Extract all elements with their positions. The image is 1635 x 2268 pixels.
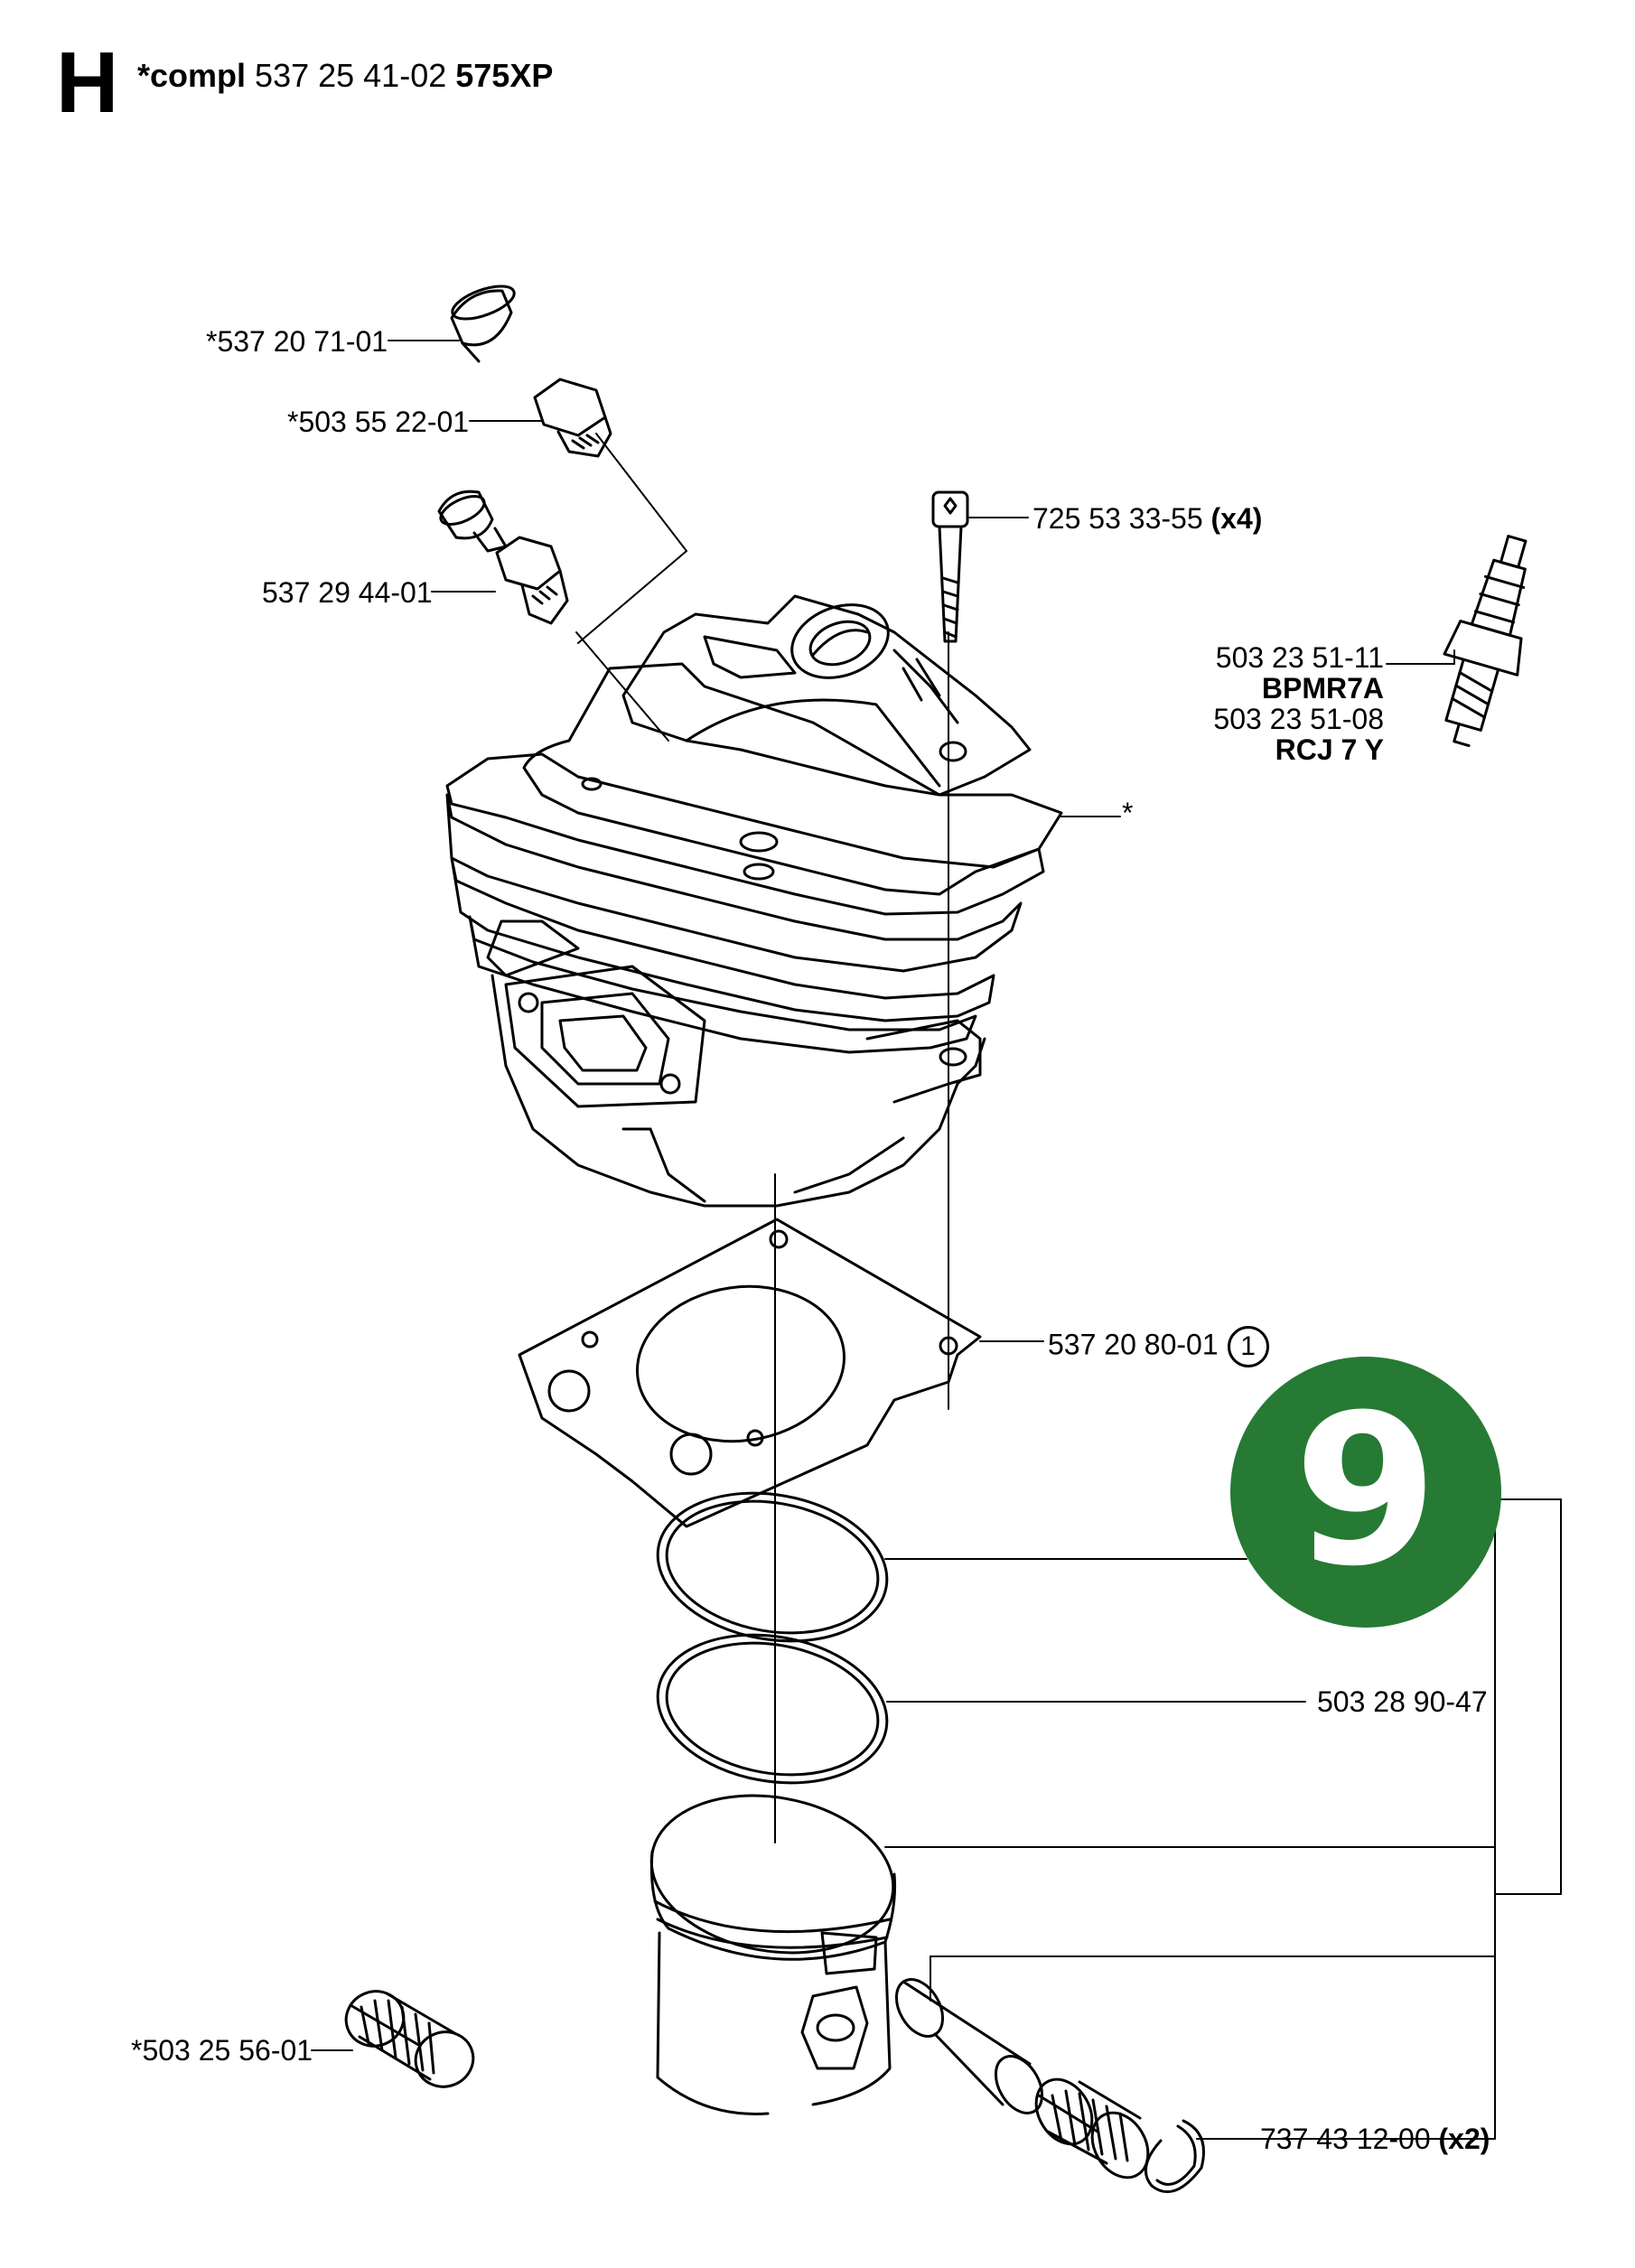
needle-bearing-part [1034, 2077, 1150, 2179]
assembly-heading: *compl 537 25 41-02 575XP [137, 60, 553, 92]
label-cylinder-asterisk: * [1122, 797, 1134, 829]
label-small-end-bearing: *503 25 56-01 [131, 2034, 313, 2067]
nipple-part [533, 378, 612, 458]
kit-badge: 9 [1230, 1357, 1501, 1628]
gasket-part-number: 537 20 80-01 [1048, 1328, 1219, 1361]
label-screw: 725 53 33-55 (x4) [1032, 504, 1262, 533]
label-piston-ring: 503 28 90-47 [1317, 1685, 1488, 1718]
label-spark-plug-2: 503 23 51-08 [1213, 703, 1384, 735]
section-letter: H [56, 34, 119, 131]
base-gasket-part [518, 1218, 982, 1528]
label-cap: *537 20 71-01 [206, 325, 388, 358]
valve-part [437, 490, 569, 625]
circlip-quantity: (x2) [1438, 2123, 1490, 2155]
piston-part [649, 1794, 897, 2115]
label-nipple: *503 55 22-01 [287, 406, 470, 438]
screw-part-number: 725 53 33-55 [1032, 502, 1203, 535]
piston-pin-part [894, 1978, 1044, 2114]
screw-quantity: (x4) [1210, 502, 1263, 535]
small-end-bearing-part [344, 1990, 475, 2088]
circlip-part-number: 737 43 12-00 [1260, 2123, 1431, 2155]
screw-part [931, 490, 969, 643]
piston-ring-upper [656, 1491, 889, 1643]
gasket-note-circle: 1 [1227, 1326, 1269, 1367]
assembly-part-number: 537 25 41-02 [255, 57, 447, 94]
cap-part [450, 285, 516, 363]
spark-plug-part [1443, 535, 1528, 748]
label-spark-plug-2-type: RCJ 7 Y [1275, 733, 1384, 766]
circlip-part [1144, 2119, 1205, 2194]
label-spark-plug-1-type: BPMR7A [1261, 672, 1384, 705]
model-name: 575XP [455, 57, 554, 94]
heading-prefix: *compl [137, 57, 247, 94]
label-valve: 537 29 44-01 [262, 576, 433, 609]
label-spark-plug-1: 503 23 51-11 [1215, 641, 1384, 674]
piston-ring-lower [656, 1633, 889, 1785]
label-circlip: 737 43 12-00 (x2) [1260, 2124, 1490, 2153]
cylinder-part [445, 594, 1063, 1208]
leader-lines [311, 340, 1562, 2140]
